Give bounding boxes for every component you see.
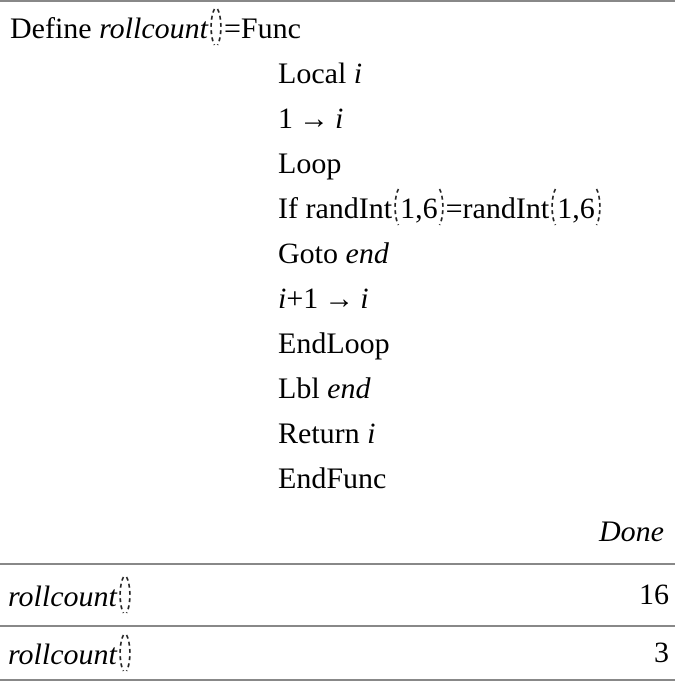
- text: If randInt: [278, 192, 393, 225]
- define-line: Define rollcount =Func: [10, 6, 670, 51]
- text: EndFunc: [278, 462, 387, 495]
- italic-text: i: [278, 282, 287, 315]
- left-paren: [551, 188, 557, 226]
- italic-text: i: [353, 57, 363, 90]
- top-divider: [0, 0, 675, 2]
- left-paren: [394, 188, 400, 226]
- program-line: i+1→i: [278, 276, 670, 321]
- history-expression[interactable]: rollcount: [8, 576, 133, 614]
- italic-text: end: [345, 237, 389, 270]
- program-line: Lbl end: [278, 366, 670, 411]
- right-paren: [438, 188, 444, 226]
- history-expression[interactable]: rollcount: [8, 634, 133, 672]
- italic-text: rollcount: [8, 580, 117, 613]
- history-section: rollcount 16 rollcount 3: [0, 565, 675, 681]
- history-entry[interactable]: rollcount 3: [0, 627, 675, 679]
- right-paren: [125, 576, 131, 614]
- right-paren: [216, 8, 222, 46]
- program-line: Loop: [278, 141, 670, 186]
- history-result[interactable]: 16: [639, 578, 669, 611]
- text: =randInt: [445, 192, 550, 225]
- left-paren: [210, 8, 216, 46]
- italic-text: i: [360, 282, 369, 315]
- italic-text: i: [335, 102, 344, 135]
- program-line: EndFunc: [278, 456, 670, 501]
- text: Goto: [278, 237, 346, 270]
- program-line: 1→i: [278, 96, 670, 141]
- text: Local: [278, 57, 354, 90]
- entry-divider: [0, 563, 675, 565]
- right-paren: [125, 634, 131, 672]
- left-paren: [119, 634, 125, 672]
- italic-text: end: [327, 372, 371, 405]
- text: Loop: [278, 147, 342, 180]
- text: Define: [10, 12, 100, 45]
- entry-divider: [0, 625, 675, 627]
- history-result[interactable]: 3: [654, 636, 669, 669]
- program-line: Return i: [278, 411, 670, 456]
- program-line: Goto end: [278, 231, 670, 276]
- text: 1,6: [557, 192, 595, 225]
- text: 1: [278, 102, 293, 135]
- italic-text: rollcount: [8, 638, 117, 671]
- text: =Func: [224, 12, 301, 45]
- text: EndLoop: [278, 327, 390, 360]
- program-result: Done: [599, 515, 664, 548]
- history-entry[interactable]: rollcount 16: [0, 565, 675, 625]
- store-arrow: →: [324, 282, 355, 315]
- italic-text: i: [367, 417, 376, 450]
- entry-divider: [0, 679, 675, 681]
- text: +1: [286, 282, 319, 315]
- left-paren: [119, 576, 125, 614]
- text: Return: [278, 417, 368, 450]
- program-line: Local i: [278, 51, 670, 96]
- program-line: EndLoop: [278, 321, 670, 366]
- store-arrow: →: [299, 102, 329, 135]
- text: 1,6: [400, 192, 438, 225]
- right-paren: [595, 188, 601, 226]
- text: Lbl: [278, 372, 328, 405]
- italic-text: rollcount: [99, 12, 209, 45]
